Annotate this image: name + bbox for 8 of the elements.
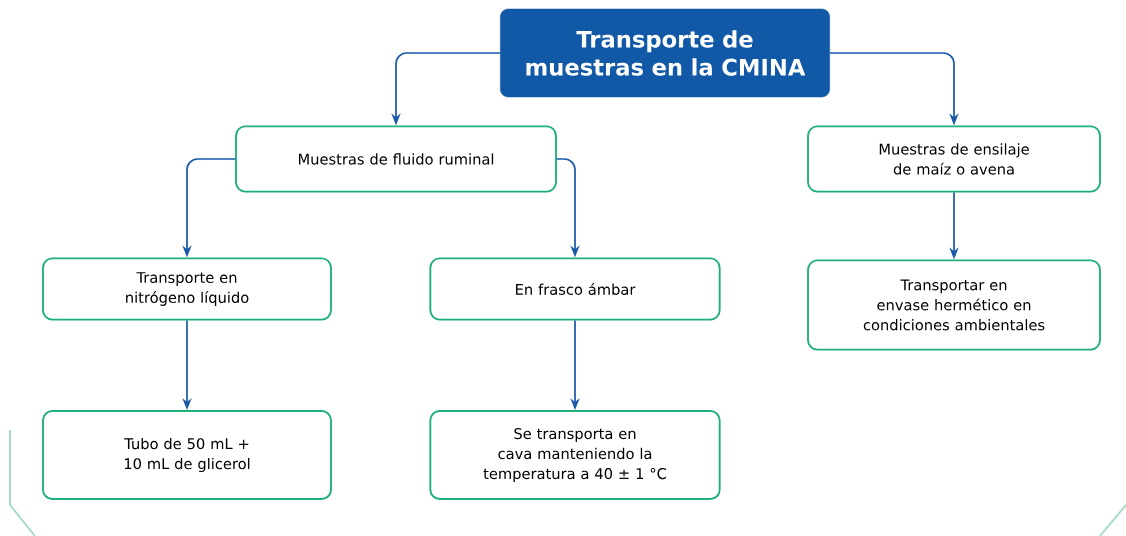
process-box: Muestras de ensilaje de maíz o avena xyxy=(807,125,1101,193)
process-box: En frasco ámbar xyxy=(429,257,721,321)
process-box: Transporte en nitrógeno líquido xyxy=(42,257,332,321)
process-box: Muestras de fluido ruminal xyxy=(235,125,557,193)
title-box: Transporte de muestras en la CMINA xyxy=(500,8,830,98)
process-box: Transportar en envase hermético en condiciones ambientales xyxy=(807,259,1101,351)
process-box: Tubo de 50 mL + 10 mL de glicerol xyxy=(42,410,332,500)
process-box: Se transporta en cava manteniendo la temperatura a 40 ± 1 °C xyxy=(429,410,721,500)
